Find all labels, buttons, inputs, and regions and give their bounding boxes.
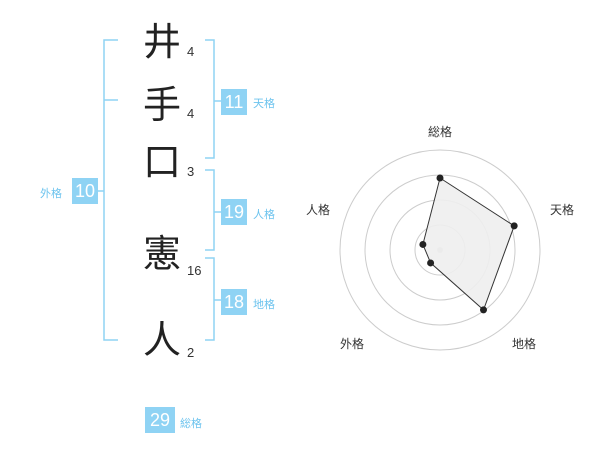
name-char-3: 口 — [142, 140, 181, 184]
name-char-4: 憲 — [142, 232, 181, 276]
jinkaku-value: 19 — [221, 199, 247, 225]
tenkaku-value: 11 — [221, 89, 247, 115]
radar-axis-label-3: 地格 — [511, 337, 536, 351]
chikaku-bracket — [205, 257, 215, 341]
radar-point-2 — [510, 222, 518, 230]
tenkaku-bracket — [205, 39, 215, 159]
radar-point-3 — [479, 306, 487, 314]
radar-axis-label-1: 総格 — [427, 125, 452, 139]
stroke-count-1: 4 — [187, 44, 195, 59]
stroke-count-2: 4 — [187, 106, 195, 121]
radar-point-1 — [436, 174, 444, 182]
radar-axis-label-5: 人格 — [305, 203, 330, 217]
name-char-2: 手 — [142, 83, 181, 127]
radar-ring — [339, 149, 541, 351]
radar-point-4 — [427, 259, 435, 267]
soukaku-label: 総格 — [180, 417, 202, 430]
gaikaku-label: 外格 — [40, 187, 62, 200]
jinkaku-bracket — [205, 169, 215, 251]
gaikaku-value: 10 — [72, 178, 98, 204]
tenkaku-label: 天格 — [253, 97, 275, 110]
jinkaku-label: 人格 — [253, 208, 275, 221]
stroke-count-5: 2 — [187, 345, 195, 360]
radar-polygon — [422, 177, 515, 311]
stroke-count-3: 3 — [187, 164, 195, 179]
radar-axis-label-4: 外格 — [339, 337, 364, 351]
radar-point-5 — [419, 240, 427, 248]
radar-chart — [339, 149, 541, 351]
stroke-count-4: 16 — [187, 263, 202, 278]
gaikaku-bracket — [103, 39, 118, 341]
radar-axis-label-2: 天格 — [549, 203, 574, 217]
chikaku-label: 地格 — [253, 298, 275, 311]
chikaku-value: 18 — [221, 289, 247, 315]
name-char-5: 人 — [142, 318, 181, 362]
soukaku-value: 29 — [145, 407, 175, 433]
name-char-1: 井 — [142, 20, 181, 64]
